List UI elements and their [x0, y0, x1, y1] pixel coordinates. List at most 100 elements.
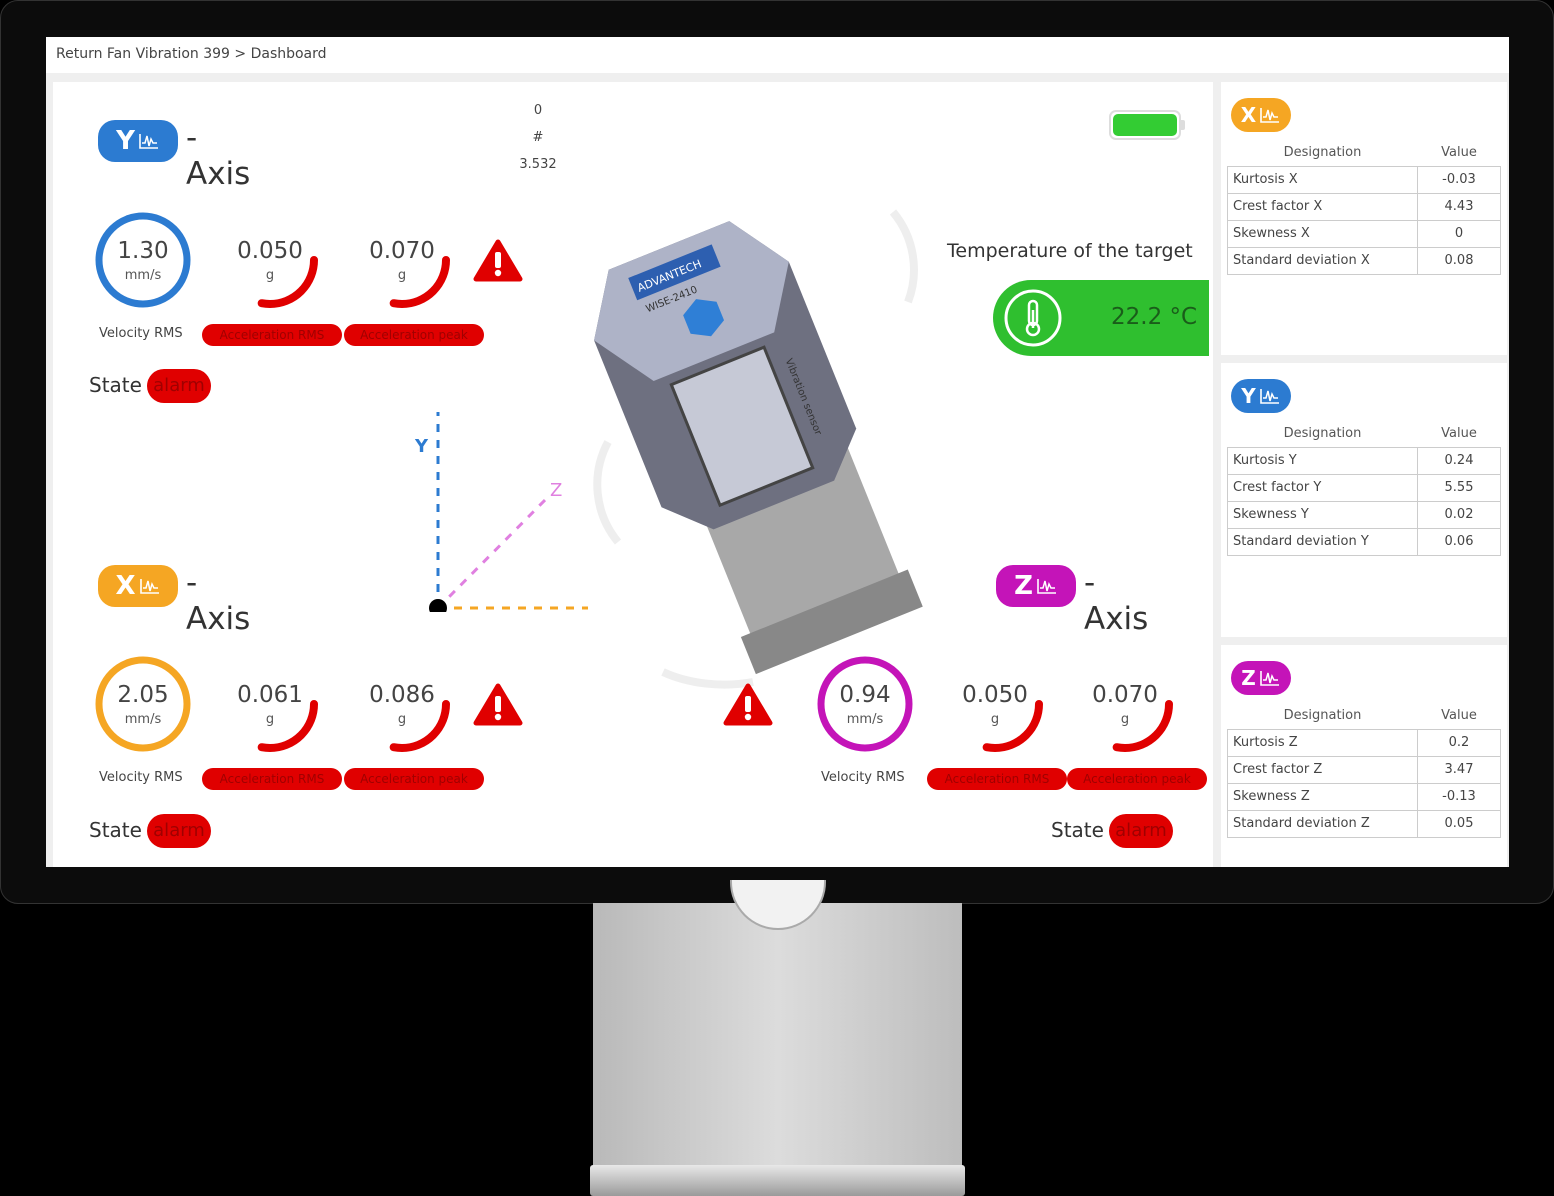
z-axis-line	[436, 495, 550, 610]
gauge-unit: g	[265, 268, 275, 283]
badge-letter: Z	[1014, 571, 1033, 601]
axis-title: - Axis	[186, 120, 251, 192]
gauge-unit: mm/s	[846, 712, 884, 727]
badge-letter: Y	[116, 126, 135, 156]
state-label: State	[1051, 818, 1104, 842]
value-cell: 4.43	[1417, 192, 1501, 221]
temperature-label: Temperature of the target	[947, 240, 1193, 262]
designation-cell: Kurtosis Y	[1227, 446, 1418, 475]
designation-cell: Skewness X	[1227, 219, 1418, 248]
gauge-value: 0.070	[369, 238, 435, 264]
value-cell: 0.2	[1417, 728, 1501, 757]
designation-cell: Kurtosis Z	[1227, 728, 1418, 757]
designation-cell: Crest factor X	[1227, 192, 1418, 221]
gauge-unit: g	[397, 268, 407, 283]
acceleration-peak-pill: Acceleration peak	[1067, 768, 1207, 790]
header-designation: Designation	[1283, 426, 1362, 442]
designation-cell: Skewness Y	[1227, 500, 1418, 529]
designation-cell: Standard deviation Y	[1227, 527, 1418, 556]
value-cell: 0.06	[1417, 527, 1501, 556]
table-row: Kurtosis X-0.03	[1227, 165, 1501, 194]
gauge-value: 1.30	[117, 238, 169, 264]
battery-icon	[1109, 110, 1185, 140]
gauge-value: 0.94	[839, 682, 891, 708]
acceleration-peak-pill: Acceleration peak	[344, 768, 484, 790]
velocity-rms-gauge: 2.05 mm/s	[91, 652, 195, 756]
table-row: Skewness Z-0.13	[1227, 782, 1501, 811]
gauge-unit: g	[397, 712, 407, 727]
x-axis-badge: X	[98, 565, 178, 607]
value-cell: 3.47	[1417, 755, 1501, 784]
sensor-image: ADVANTECH WISE-2410 Vibration sensor	[593, 209, 923, 689]
designation-cell: Standard deviation Z	[1227, 809, 1418, 838]
waveform-icon	[1037, 579, 1056, 594]
waveform-icon	[1259, 389, 1279, 404]
value-cell: 0.02	[1417, 500, 1501, 529]
z-axis-badge: Z	[996, 565, 1076, 607]
table-header: Designation Value	[1228, 703, 1501, 729]
z-axis-badge: Z	[1231, 661, 1291, 695]
waveform-icon	[139, 134, 158, 149]
acceleration-rms-pill: Acceleration RMS	[202, 324, 342, 346]
thermometer-icon	[1004, 289, 1062, 347]
breadcrumb[interactable]: Return Fan Vibration 399 > Dashboard	[46, 37, 1509, 73]
header-value: Value	[1441, 145, 1477, 161]
counter-value: 3.532	[519, 157, 557, 172]
velocity-rms-label: Velocity RMS	[99, 770, 183, 785]
table-header: Designation Value	[1228, 140, 1501, 166]
header-value: Value	[1441, 426, 1477, 442]
gauge-value: 2.05	[117, 682, 169, 708]
state-alarm-badge: alarm	[147, 369, 211, 403]
temperature-value: 22.2 °C	[1111, 304, 1198, 330]
value-cell: 0.08	[1417, 246, 1501, 275]
velocity-rms-label: Velocity RMS	[821, 770, 905, 785]
x-axis-badge: X	[1231, 98, 1291, 132]
z-axis-label: Z	[550, 480, 562, 501]
waveform-icon	[139, 579, 159, 594]
value-cell: -0.13	[1417, 782, 1501, 811]
header-designation: Designation	[1283, 145, 1362, 161]
y-axis-badge: Y	[98, 120, 178, 162]
temperature-box: 22.2 °C	[993, 280, 1209, 356]
axis-title: - Axis	[186, 565, 251, 637]
state-alarm-badge: alarm	[1109, 814, 1173, 848]
acceleration-rms-pill: Acceleration RMS	[202, 768, 342, 790]
designation-cell: Skewness Z	[1227, 782, 1418, 811]
counter-symbol: #	[532, 130, 544, 145]
value-cell: 0.05	[1417, 809, 1501, 838]
screen: Return Fan Vibration 399 > Dashboard 0 #…	[46, 37, 1509, 867]
monitor-stand	[593, 903, 962, 1165]
velocity-rms-label: Velocity RMS	[99, 326, 183, 341]
warning-icon	[473, 239, 523, 287]
waveform-icon	[1259, 671, 1279, 686]
warning-icon	[473, 683, 523, 731]
y-axis-label: Y	[414, 436, 429, 457]
header-designation: Designation	[1283, 708, 1362, 724]
value-cell: -0.03	[1417, 165, 1501, 194]
counter-top: 0	[533, 103, 543, 118]
designation-cell: Standard deviation X	[1227, 246, 1418, 275]
header-value: Value	[1441, 708, 1477, 724]
designation-cell: Kurtosis X	[1227, 165, 1418, 194]
gauge-value: 0.070	[1092, 682, 1158, 708]
gauge-unit: mm/s	[124, 712, 162, 727]
gauge-value: 0.061	[237, 682, 303, 708]
